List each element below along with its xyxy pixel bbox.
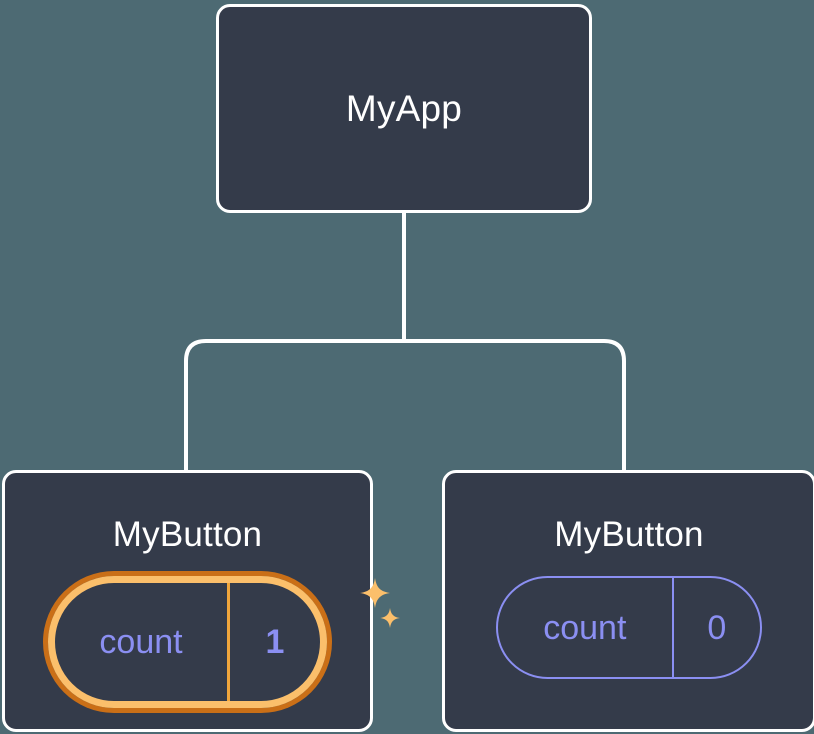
node-myapp-label: MyApp bbox=[345, 88, 463, 129]
state-pill-left-wrap: count 1 bbox=[48, 576, 400, 708]
node-mybutton-left[interactable]: MyButton count 1 bbox=[2, 470, 400, 732]
state-key-right: count bbox=[543, 608, 627, 647]
connector-branch-bar bbox=[184, 339, 626, 470]
state-pill-right-wrap: count 0 bbox=[496, 576, 762, 679]
state-pill-right[interactable]: count 0 bbox=[496, 576, 762, 679]
state-pill-left[interactable]: count 1 bbox=[48, 576, 327, 708]
sparkle-icon bbox=[360, 578, 390, 608]
sparkle-icon bbox=[380, 608, 400, 628]
state-key-left: count bbox=[99, 623, 183, 661]
state-value-left: 1 bbox=[227, 583, 320, 701]
sparkle-group bbox=[344, 576, 414, 646]
node-mybutton-right-label: MyButton bbox=[554, 515, 704, 554]
node-mybutton-right[interactable]: MyButton count 0 bbox=[442, 470, 814, 732]
node-myapp[interactable]: MyApp bbox=[216, 4, 592, 213]
node-mybutton-left-label: MyButton bbox=[112, 515, 263, 554]
state-value-right: 0 bbox=[671, 578, 760, 677]
